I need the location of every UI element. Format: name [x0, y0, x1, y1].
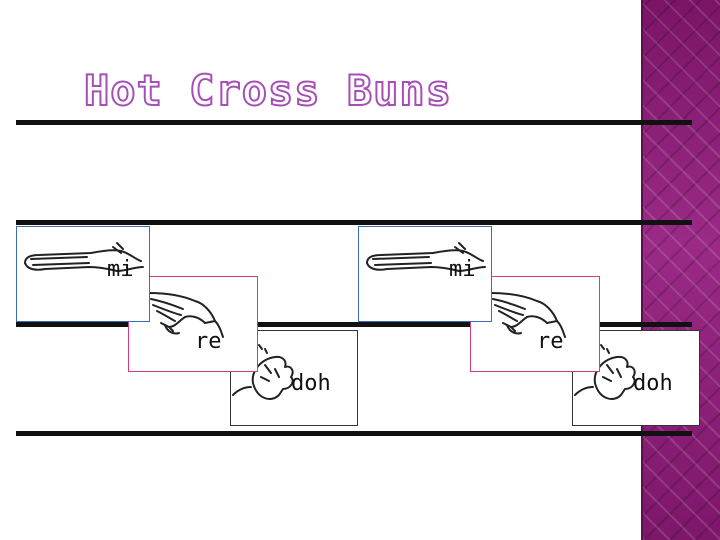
staff-line-2: [16, 220, 692, 225]
flat-hand-sign-icon: [366, 242, 486, 272]
re-label: re: [195, 329, 222, 354]
doh-label: doh: [291, 371, 331, 396]
mi-card: mi: [358, 226, 492, 322]
slide-title: Hot Cross Buns: [83, 66, 453, 115]
staff-line-1: [16, 120, 692, 125]
decorative-side-panel: [641, 0, 720, 540]
doh-label: doh: [633, 371, 673, 396]
fist-hand-sign-icon: [574, 344, 636, 400]
mi-label: mi: [449, 257, 476, 282]
staff-line-3: [16, 322, 692, 327]
staff-line-4: [16, 431, 692, 436]
angled-hand-sign-icon: [490, 292, 566, 338]
mi-card: mi: [16, 226, 150, 322]
fist-hand-sign-icon: [232, 344, 294, 400]
angled-hand-sign-icon: [148, 292, 224, 338]
flat-hand-sign-icon: [24, 242, 144, 272]
mi-label: mi: [107, 257, 134, 282]
re-label: re: [537, 329, 564, 354]
